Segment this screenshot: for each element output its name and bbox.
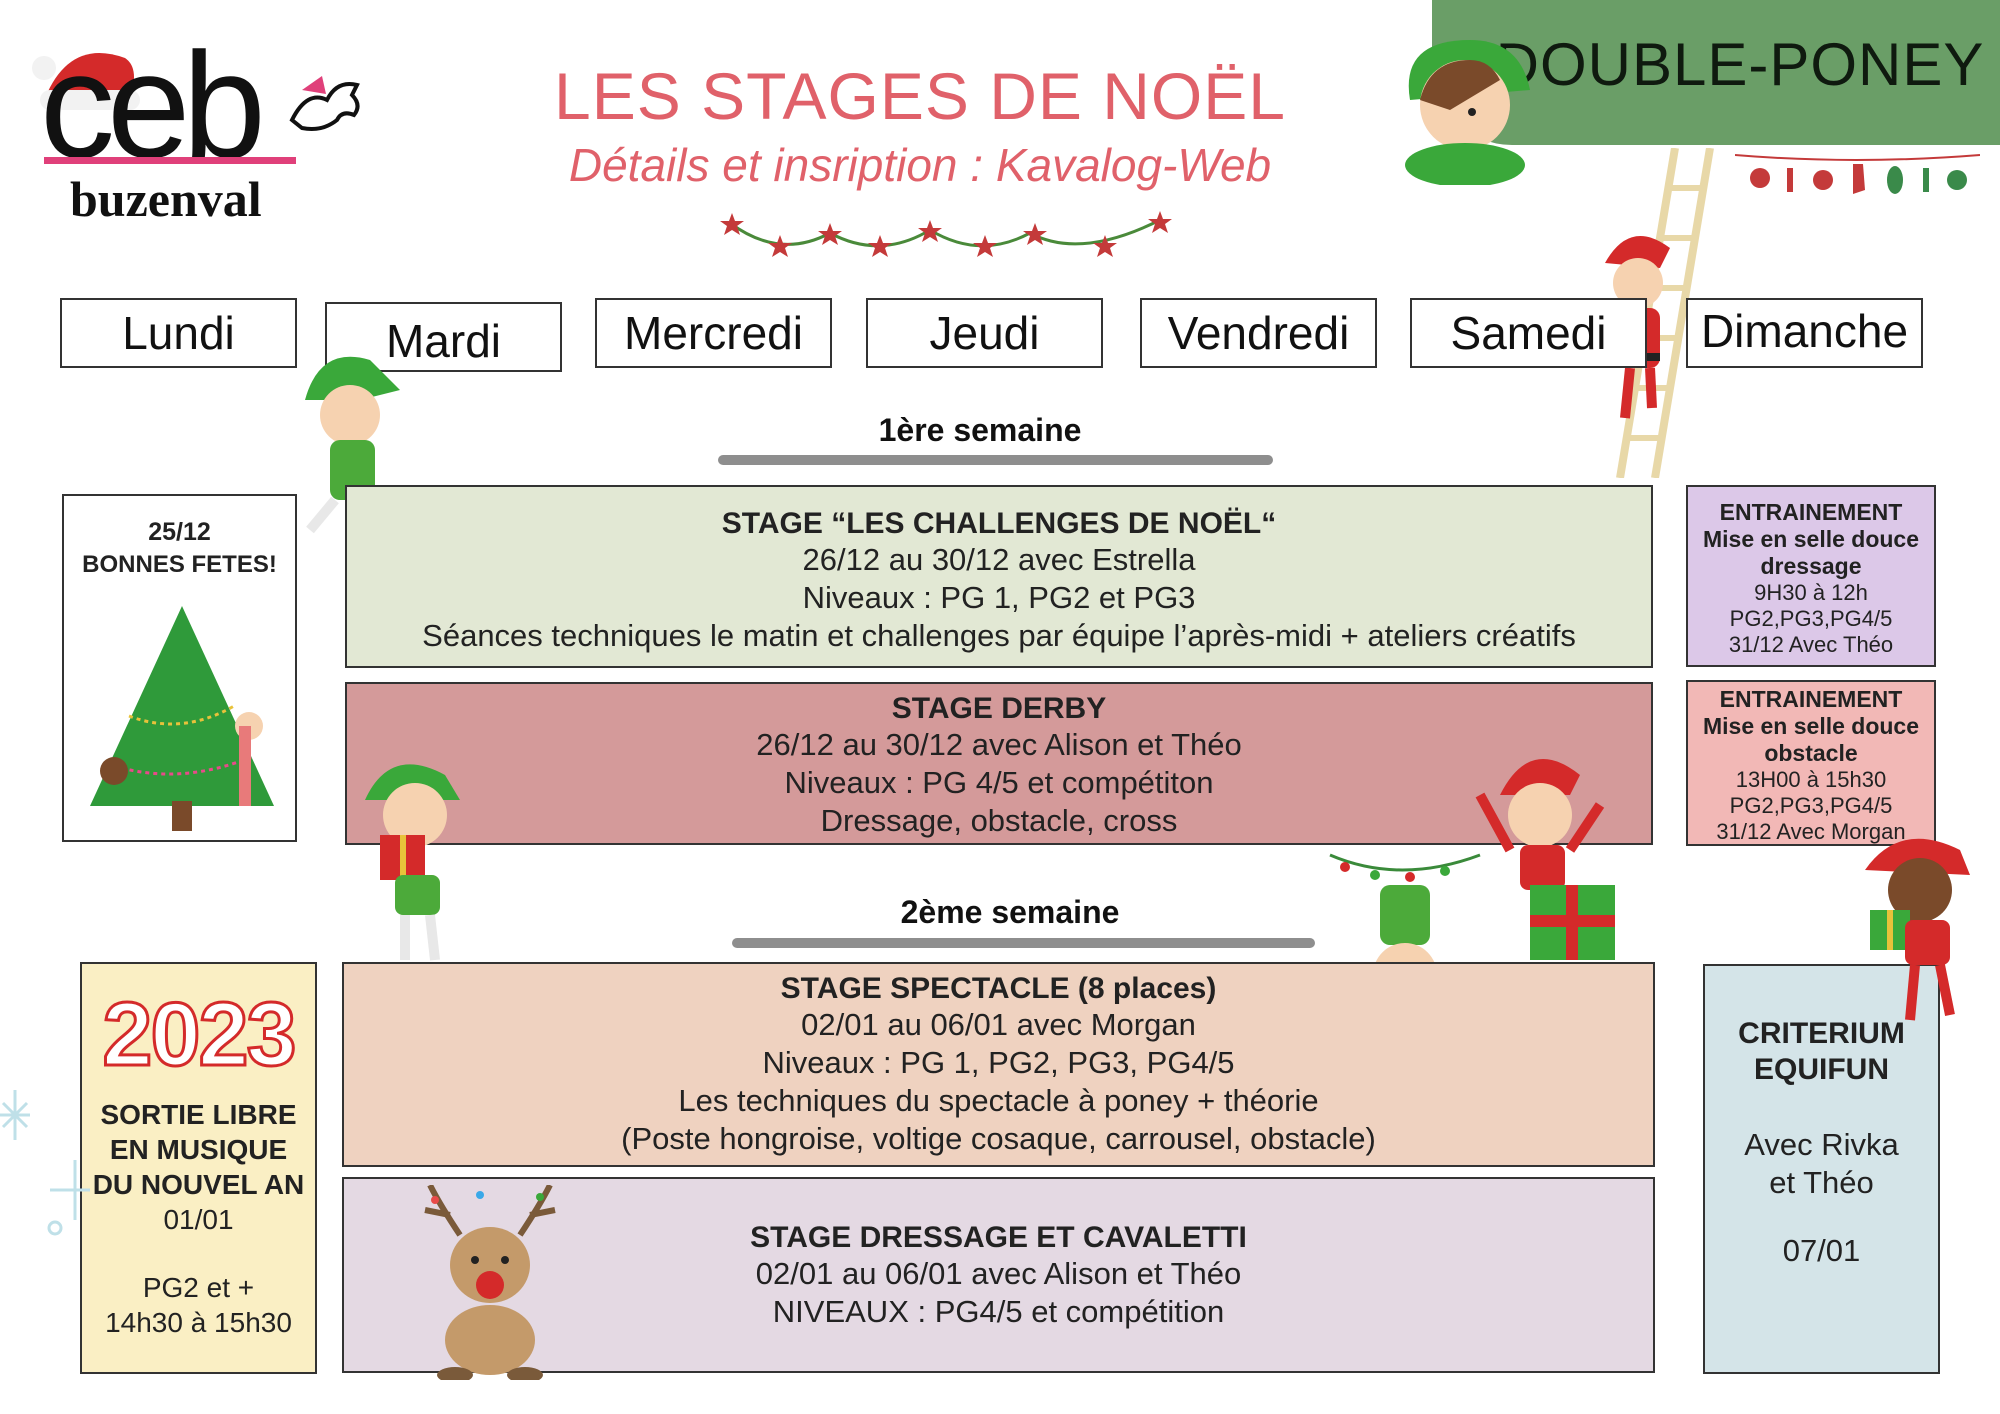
- logo-mark: ceb: [40, 21, 266, 189]
- new-year-line3: DU NOUVEL AN: [92, 1169, 305, 1200]
- stage-spectacle-details2: (Poste hongroise, voltige cosaque, carro…: [621, 1121, 1376, 1156]
- stage-dressage-dates: 02/01 au 06/01 avec Alison et Théo: [755, 1256, 1242, 1291]
- reindeer-icon: [424, 1185, 556, 1380]
- stage-derby-box: STAGE DERBY 26/12 au 30/12 avec Alison e…: [345, 682, 1653, 845]
- stage-derby-dates: 26/12 au 30/12 avec Alison et Théo: [756, 727, 1242, 762]
- holiday-box: 25/12 BONNES FETES!: [62, 494, 297, 842]
- day-header-sunday: Dimanche: [1686, 298, 1923, 368]
- page-title: LES STAGES DE NOËL: [553, 59, 1286, 133]
- training-obstacle-date: 31/12 Avec Morgan: [1716, 819, 1906, 844]
- new-year-date: 01/01: [163, 1204, 234, 1235]
- training-obstacle-discipline: obstacle: [1764, 740, 1858, 766]
- stage-dressage-box: STAGE DRESSAGE ET CAVALETTI 02/01 au 06/…: [342, 1177, 1655, 1373]
- snowflake-icon: [0, 1090, 90, 1236]
- training-dressage-time: 9H30 à 12h: [1754, 580, 1868, 605]
- stage-derby-levels: Niveaux : PG 4/5 et compétiton: [784, 765, 1214, 800]
- stage-derby-details: Dressage, obstacle, cross: [820, 803, 1178, 838]
- stage-spectacle-title: STAGE SPECTACLE (8 places): [780, 972, 1217, 1005]
- day-header-saturday: Samedi: [1410, 298, 1647, 368]
- elf-with-gift-icon: [365, 764, 460, 961]
- stage-challenges-details: Séances techniques le matin et challenge…: [422, 618, 1576, 653]
- training-dressage-subtitle: Mise en selle douce: [1702, 526, 1920, 552]
- badge-label: DOUBLE-PONEY: [1495, 31, 1985, 98]
- criterium-title: CRITERIUM: [1738, 1017, 1905, 1050]
- training-dressage-date: 31/12 Avec Théo: [1728, 632, 1894, 657]
- week-2-underline: [732, 938, 1315, 948]
- holiday-date: 25/12: [148, 518, 211, 546]
- elf-gift-right-icon: [1865, 838, 1970, 1021]
- criterium-box: CRITERIUM EQUIFUN Avec Rivka et Théo 07/…: [1703, 964, 1940, 1374]
- ornaments-icon: [1735, 154, 1980, 194]
- week-1-underline: [718, 455, 1273, 465]
- criterium-subtitle: EQUIFUN: [1754, 1053, 1889, 1086]
- page-subtitle: Détails et insription : Kavalog-Web: [568, 139, 1272, 191]
- stage-challenges-title: STAGE “LES CHALLENGES DE NOËL“: [721, 507, 1277, 540]
- new-year-line2: EN MUSIQUE: [109, 1134, 288, 1165]
- stage-challenges-levels: Niveaux : PG 1, PG2 et PG3: [802, 580, 1196, 615]
- horse-icon: [289, 76, 360, 131]
- stage-derby-title: STAGE DERBY: [891, 692, 1107, 725]
- week-2-label: 2ème semaine: [900, 894, 1120, 930]
- santa-hat-icon: [32, 53, 140, 110]
- stage-spectacle-dates: 02/01 au 06/01 avec Morgan: [801, 1007, 1196, 1042]
- elf-jumping-icon: [1475, 759, 1615, 960]
- day-header-thursday: Jeudi: [866, 298, 1103, 368]
- stage-dressage-title: STAGE DRESSAGE ET CAVALETTI: [750, 1221, 1247, 1254]
- criterium-with2: et Théo: [1769, 1165, 1874, 1200]
- day-header-wednesday: Mercredi: [595, 298, 832, 368]
- new-year-box: 2023 SORTIE LIBRE EN MUSIQUE DU NOUVEL A…: [80, 962, 317, 1374]
- stage-dressage-levels: NIVEAUX : PG4/5 et compétition: [772, 1294, 1225, 1329]
- new-year-time: 14h30 à 15h30: [105, 1307, 292, 1338]
- criterium-with1: Avec Rivka: [1744, 1127, 1899, 1162]
- training-obstacle-levels: PG2,PG3,PG4/5: [1729, 793, 1893, 818]
- new-year-levels: PG2 et +: [142, 1272, 255, 1303]
- training-obstacle-subtitle: Mise en selle douce: [1702, 713, 1920, 739]
- new-year-line1: SORTIE LIBRE: [100, 1099, 297, 1130]
- training-dressage-box: ENTRAINEMENT Mise en selle douce dressag…: [1686, 485, 1936, 667]
- christmas-tree-icon: [90, 606, 274, 831]
- training-dressage-title: ENTRAINEMENT: [1719, 499, 1903, 525]
- logo: ceb buzenval: [0, 0, 400, 260]
- stage-challenges-dates: 26/12 au 30/12 avec Estrella: [802, 542, 1196, 577]
- stage-spectacle-levels: Niveaux : PG 1, PG2, PG3, PG4/5: [762, 1045, 1235, 1080]
- double-poney-badge: [1432, 0, 2000, 145]
- training-dressage-discipline: dressage: [1760, 553, 1862, 579]
- year-2023: 2023: [101, 984, 298, 1087]
- stage-spectacle-box: STAGE SPECTACLE (8 places) 02/01 au 06/0…: [342, 962, 1655, 1167]
- elf-icon: [1405, 40, 1530, 185]
- training-dressage-levels: PG2,PG3,PG4/5: [1729, 606, 1893, 631]
- training-obstacle-time: 13H00 à 15h30: [1735, 767, 1887, 792]
- stage-spectacle-details: Les techniques du spectacle à poney + th…: [678, 1083, 1319, 1118]
- day-header-monday: Lundi: [60, 298, 297, 368]
- stage-challenges-box: STAGE “LES CHALLENGES DE NOËL“ 26/12 au …: [345, 485, 1653, 668]
- star-garland-icon: [720, 211, 1172, 257]
- criterium-date: 07/01: [1782, 1233, 1861, 1268]
- day-header-friday: Vendredi: [1140, 298, 1377, 368]
- logo-name: buzenval: [70, 171, 262, 227]
- week-1-label: 1ère semaine: [878, 412, 1082, 448]
- training-obstacle-title: ENTRAINEMENT: [1719, 686, 1903, 712]
- logo-bar: [44, 157, 296, 164]
- training-obstacle-box: ENTRAINEMENT Mise en selle douce obstacl…: [1686, 680, 1936, 846]
- holiday-text: BONNES FETES!: [82, 551, 277, 578]
